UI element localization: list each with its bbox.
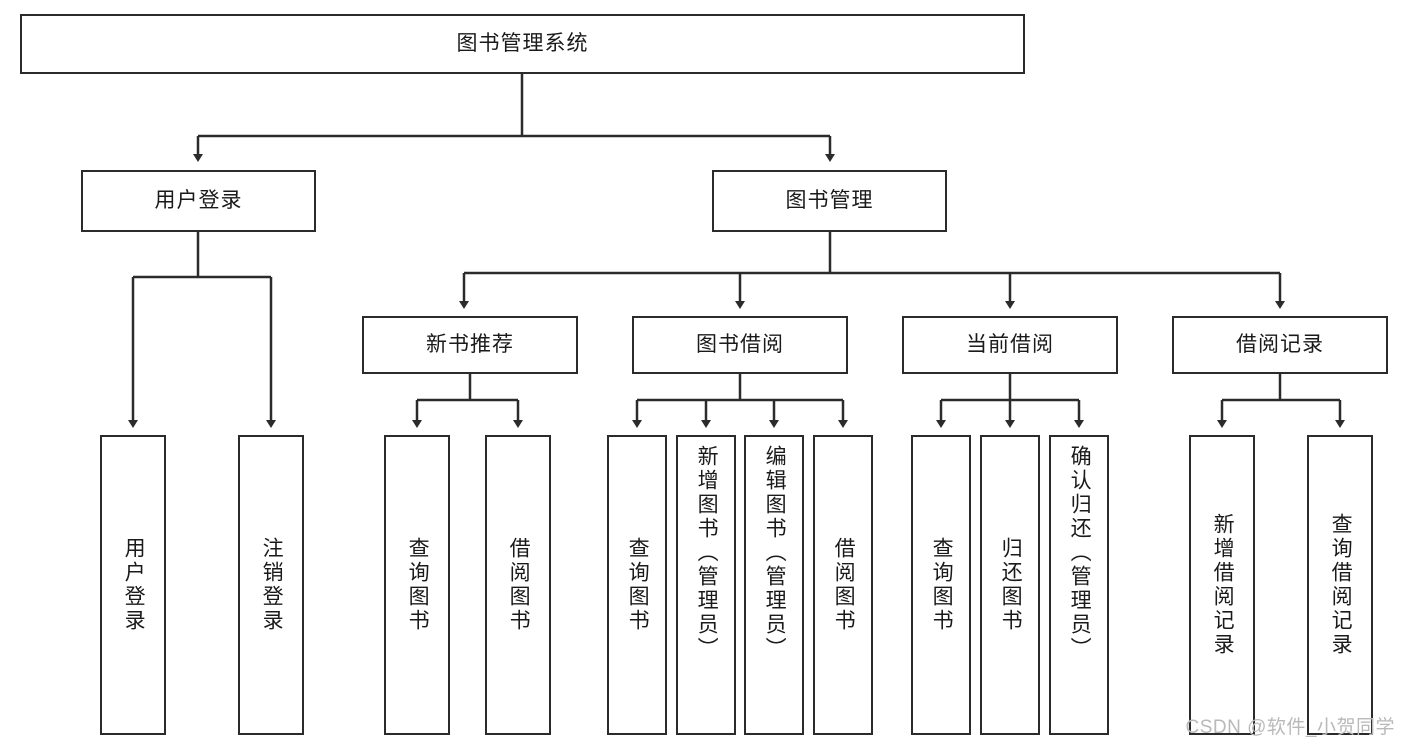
node-borrow-borrow-book-label: 借阅图书 bbox=[832, 537, 856, 633]
node-rec-query-book-label: 查询图书 bbox=[406, 537, 430, 633]
node-borrow-borrow-book[interactable]: 借阅图书 bbox=[813, 435, 873, 735]
node-borrow-add-book-label: 新增图书（管理员） bbox=[695, 445, 719, 661]
node-add-borrow-record[interactable]: 新增借阅记录 bbox=[1189, 435, 1255, 735]
node-login-action[interactable]: 用户登录 bbox=[100, 435, 166, 735]
node-current-borrow[interactable]: 当前借阅 bbox=[902, 316, 1118, 374]
node-rec-query-book[interactable]: 查询图书 bbox=[384, 435, 450, 735]
node-add-borrow-record-label: 新增借阅记录 bbox=[1211, 513, 1235, 657]
node-borrow-edit-book-label: 编辑图书（管理员） bbox=[763, 445, 787, 661]
node-book-manage[interactable]: 图书管理 bbox=[712, 170, 947, 232]
node-cur-confirm-return-label: 确认归还（管理员） bbox=[1068, 445, 1092, 661]
node-cur-return-book[interactable]: 归还图书 bbox=[980, 435, 1040, 735]
node-query-borrow-record-label: 查询借阅记录 bbox=[1329, 513, 1353, 657]
node-root-label: 图书管理系统 bbox=[456, 31, 589, 55]
node-borrow-record-label: 借阅记录 bbox=[1236, 332, 1324, 356]
watermark: CSDN @软件_小贺同学 bbox=[1185, 717, 1395, 738]
node-new-book-recommend[interactable]: 新书推荐 bbox=[362, 316, 578, 374]
node-rec-borrow-book-label: 借阅图书 bbox=[507, 537, 531, 633]
node-current-borrow-label: 当前借阅 bbox=[966, 332, 1054, 356]
node-book-borrow[interactable]: 图书借阅 bbox=[632, 316, 848, 374]
node-cur-return-book-label: 归还图书 bbox=[999, 537, 1023, 633]
node-borrow-record[interactable]: 借阅记录 bbox=[1172, 316, 1388, 374]
node-borrow-edit-book[interactable]: 编辑图书（管理员） bbox=[744, 435, 804, 735]
node-borrow-query-book-label: 查询图书 bbox=[626, 537, 650, 633]
node-login-action-label: 用户登录 bbox=[122, 537, 146, 633]
node-rec-borrow-book[interactable]: 借阅图书 bbox=[485, 435, 551, 735]
node-borrow-query-book[interactable]: 查询图书 bbox=[607, 435, 667, 735]
node-book-manage-label: 图书管理 bbox=[785, 188, 874, 212]
node-new-book-recommend-label: 新书推荐 bbox=[426, 332, 514, 356]
node-cur-confirm-return[interactable]: 确认归还（管理员） bbox=[1049, 435, 1109, 735]
node-logout-action-label: 注销登录 bbox=[260, 537, 284, 633]
node-query-borrow-record[interactable]: 查询借阅记录 bbox=[1307, 435, 1373, 735]
node-book-borrow-label: 图书借阅 bbox=[696, 332, 784, 356]
node-user-login-label: 用户登录 bbox=[154, 188, 243, 212]
node-borrow-add-book[interactable]: 新增图书（管理员） bbox=[676, 435, 736, 735]
node-logout-action[interactable]: 注销登录 bbox=[238, 435, 304, 735]
node-cur-query-book[interactable]: 查询图书 bbox=[911, 435, 971, 735]
node-user-login[interactable]: 用户登录 bbox=[81, 170, 316, 232]
node-cur-query-book-label: 查询图书 bbox=[930, 537, 954, 633]
node-root[interactable]: 图书管理系统 bbox=[20, 14, 1025, 74]
